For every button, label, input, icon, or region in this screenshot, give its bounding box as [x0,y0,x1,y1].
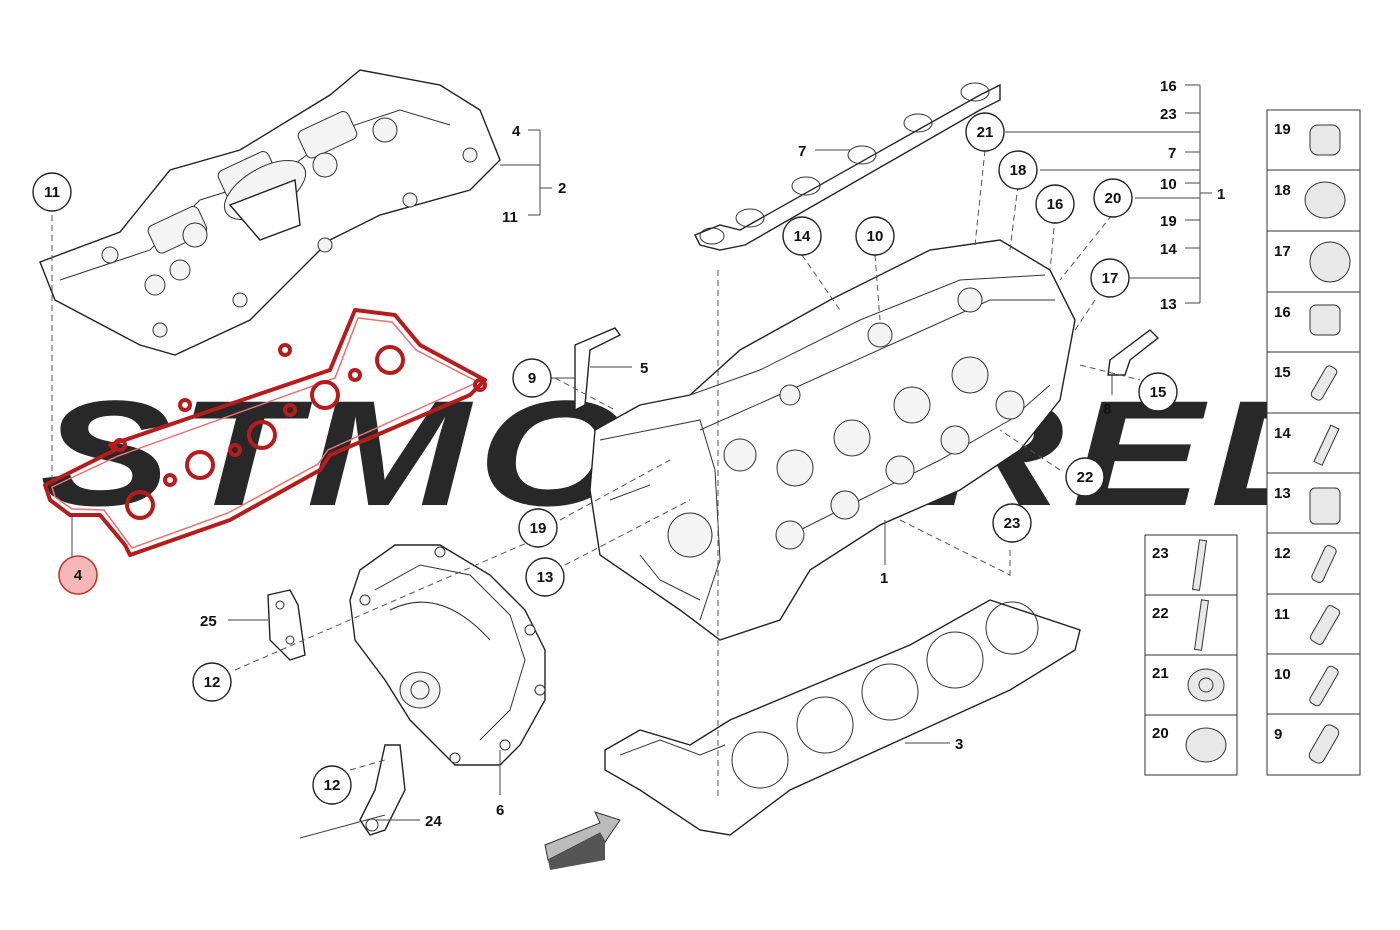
svg-text:15: 15 [1150,384,1167,401]
legend-item-11[interactable]: 11 [1274,604,1341,646]
legend-item-21[interactable]: 21 [1152,665,1225,702]
callout-22[interactable]: 22 [1065,457,1105,497]
label-2: 2 [558,180,566,197]
legend-item-17[interactable]: 17 [1274,241,1351,283]
head-gasket [604,599,1081,836]
svg-text:15: 15 [1274,364,1291,381]
label-6: 6 [496,802,504,819]
callout-17[interactable]: 17 [1090,258,1130,298]
svg-text:4: 4 [74,567,83,584]
label-16-right: 16 [1160,78,1177,95]
legend-item-12[interactable]: 12 [1274,544,1337,584]
leader-lines [71,84,1212,821]
sensor-24 [299,744,406,839]
bracket-5 [574,327,622,412]
svg-text:21: 21 [1152,665,1169,682]
svg-text:20: 20 [1105,190,1122,207]
svg-text:19: 19 [1274,121,1291,138]
callout-4-gasket-highlighted[interactable]: 4 [58,555,98,595]
callout-11-cover[interactable]: 11 [32,172,72,212]
svg-text:10: 10 [1274,666,1291,683]
svg-text:14: 14 [1274,425,1291,442]
svg-text:23: 23 [1152,545,1169,562]
label-19-right: 19 [1160,213,1177,230]
svg-text:17: 17 [1274,243,1291,260]
label-3: 3 [955,736,963,753]
svg-text:12: 12 [204,674,221,691]
label-1-center: 1 [880,570,888,587]
svg-text:11: 11 [1274,606,1290,623]
label-7: 7 [798,143,806,160]
legend-item-23[interactable]: 23 [1152,539,1208,591]
callout-12-a[interactable]: 12 [192,662,232,702]
svg-text:22: 22 [1152,605,1169,622]
legend-left: 23 22 21 20 [1144,534,1238,776]
valve-cover-gasket-highlighted[interactable] [43,308,487,557]
callout-20[interactable]: 20 [1093,178,1133,218]
legend-item-9[interactable]: 9 [1274,723,1341,766]
legend-right: 19 18 17 16 15 14 13 12 [1266,109,1361,776]
svg-text:9: 9 [528,370,536,387]
svg-text:21: 21 [977,124,994,141]
label-24: 24 [425,813,442,830]
svg-text:13: 13 [537,569,554,586]
label-1-right: 1 [1217,186,1225,203]
callout-10[interactable]: 10 [855,216,895,256]
callout-9[interactable]: 9 [512,358,552,398]
legend-item-22[interactable]: 22 [1152,599,1210,651]
callout-18[interactable]: 18 [998,150,1038,190]
legend-item-16[interactable]: 16 [1274,304,1341,336]
legend-item-20[interactable]: 20 [1152,725,1227,763]
label-8: 8 [1103,401,1111,418]
svg-text:11: 11 [44,184,60,201]
legend-item-19[interactable]: 19 [1274,121,1341,156]
label-4-group: 4 [512,123,521,140]
label-13-right: 13 [1160,296,1177,313]
legend-item-14[interactable]: 14 [1274,424,1340,466]
svg-text:19: 19 [530,520,547,537]
bracket-25 [267,589,306,661]
legend-item-15[interactable]: 15 [1274,364,1338,402]
callout-21[interactable]: 21 [965,112,1005,152]
callout-19[interactable]: 19 [518,508,558,548]
svg-text:12: 12 [1274,545,1291,562]
label-5: 5 [640,360,648,377]
legend-item-13[interactable]: 13 [1274,485,1341,525]
callout-14[interactable]: 14 [782,216,822,256]
label-14-right: 14 [1160,241,1177,258]
callout-16[interactable]: 16 [1035,184,1075,224]
svg-text:9: 9 [1274,726,1282,743]
cylinder-head [589,239,1076,641]
label-11-group: 11 [502,209,518,226]
plain-labels: 4 2 11 16 23 7 10 1 19 14 13 7 5 8 1 3 6… [200,78,1225,830]
direction-arrow [544,811,621,870]
svg-text:14: 14 [794,228,811,245]
svg-text:20: 20 [1152,725,1169,742]
legend-item-18[interactable]: 18 [1274,181,1346,219]
label-23-right: 23 [1160,106,1177,123]
svg-text:12: 12 [324,777,341,794]
svg-text:18: 18 [1010,162,1027,179]
svg-text:16: 16 [1274,304,1291,321]
valve-cover [39,69,501,356]
bracket-8 [1107,329,1160,376]
svg-text:10: 10 [867,228,884,245]
legend-item-10[interactable]: 10 [1274,665,1340,707]
svg-text:13: 13 [1274,485,1291,502]
callout-23[interactable]: 23 [992,503,1032,543]
callout-13[interactable]: 13 [525,557,565,597]
svg-text:23: 23 [1004,515,1021,532]
label-7-right: 7 [1168,145,1176,162]
intake-gasket [694,82,1001,251]
label-25: 25 [200,613,217,630]
label-10-right: 10 [1160,176,1177,193]
callout-12-b[interactable]: 12 [312,765,352,805]
svg-text:22: 22 [1077,469,1094,486]
svg-text:17: 17 [1102,270,1119,287]
timing-cover [349,544,546,766]
svg-text:16: 16 [1047,196,1064,213]
callout-15[interactable]: 15 [1138,372,1178,412]
svg-text:18: 18 [1274,182,1291,199]
